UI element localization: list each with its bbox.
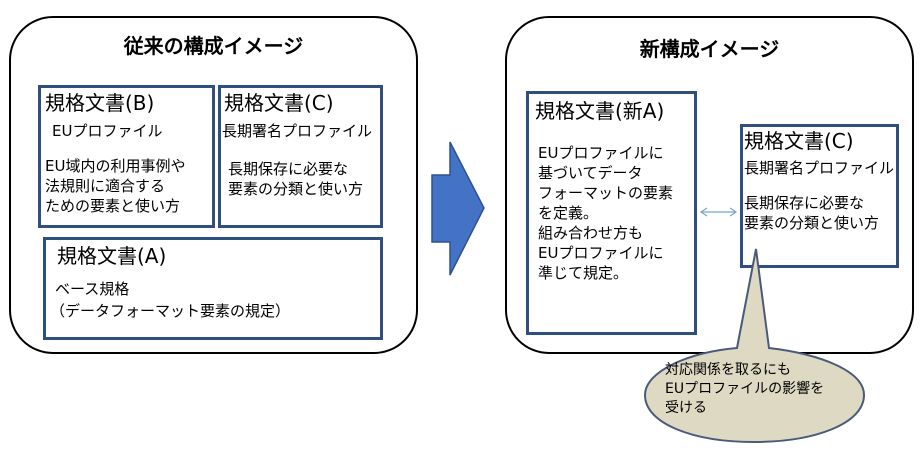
standard-a-description: （データフォーマット要素の規定） xyxy=(50,302,291,320)
standard-c-description-current: 長期保存に必要な 要素の分類と使い方 xyxy=(228,160,364,198)
standard-c-heading-current: 規格文書(C) xyxy=(224,91,334,115)
standard-c-description-new: 長期保存に必要な 要素の分類と使い方 xyxy=(744,194,880,232)
standard-a-box xyxy=(43,237,383,340)
standard-c-box-current xyxy=(218,85,383,228)
standard-new-a-heading: 規格文書(新A) xyxy=(535,99,665,123)
new-structure-title: 新構成イメージ xyxy=(639,37,780,61)
standard-a-subtitle: ベース規格 xyxy=(55,280,130,298)
current-structure-title: 従来の構成イメージ xyxy=(123,34,304,58)
standard-b-description: EU域内の利用事例や 法規則に適合する ための要素と使い方 xyxy=(45,157,186,215)
standard-c-box-new xyxy=(740,124,899,268)
standard-a-heading: 規格文書(A) xyxy=(57,244,167,268)
standard-b-box xyxy=(38,85,215,228)
standard-c-heading-new: 規格文書(C) xyxy=(744,129,854,153)
standard-new-a-box xyxy=(526,91,697,335)
standard-c-subtitle-new: 長期署名プロファイル xyxy=(744,159,895,177)
standard-new-a-description: EUプロファイルに 基づいてデータ フォーマットの要素 を定義。 組み合わせ方も… xyxy=(538,144,674,282)
standard-b-subtitle: EUプロファイル xyxy=(52,122,163,140)
correspondence-link-arrow-icon xyxy=(699,207,738,217)
standard-c-subtitle-current: 長期署名プロファイル xyxy=(222,122,373,140)
callout-bubble xyxy=(643,248,866,444)
callout-text: 対応関係を取るにも EUプロファイルの影響を 受ける xyxy=(665,362,825,416)
transition-arrow-icon xyxy=(431,141,485,276)
standard-b-heading: 規格文書(B) xyxy=(45,91,155,115)
